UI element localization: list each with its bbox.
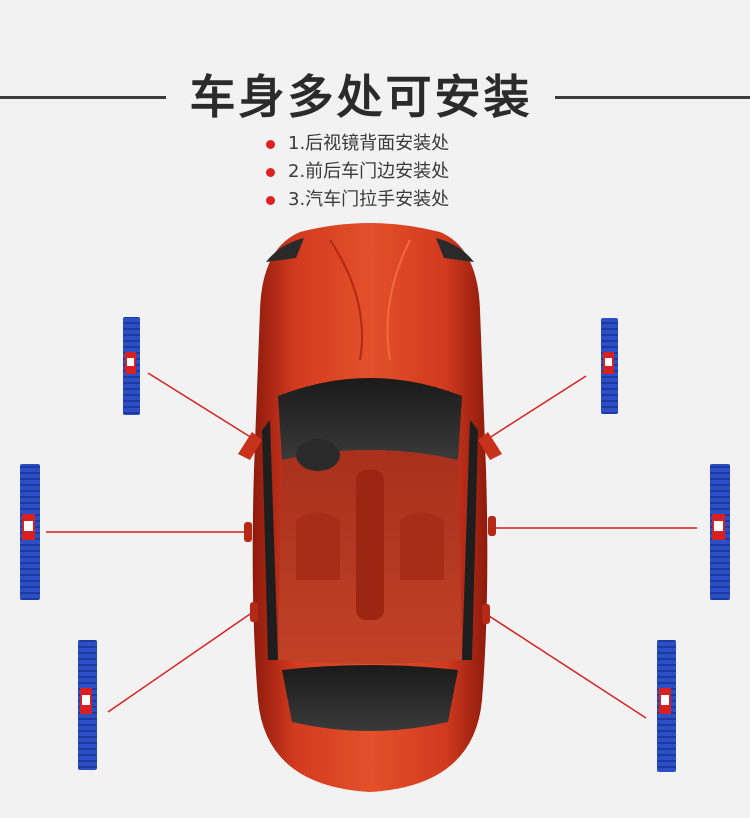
install-point-item: 2.前后车门边安装处 (262, 158, 449, 186)
title-row: 车身多处可安装 (0, 62, 750, 132)
pointer-line (485, 613, 647, 719)
pointer-line (147, 372, 253, 439)
install-point-item: 1.后视镜背面安装处 (262, 130, 449, 158)
bullet-dot-icon (266, 140, 275, 149)
install-point-item: 3.汽车门拉手安装处 (262, 186, 449, 214)
pointer-lines (46, 372, 697, 719)
car-body (238, 223, 502, 792)
door-bumper-strip-icon (657, 640, 676, 772)
door-bumper-strip-icon (78, 640, 97, 770)
door-bumper-strip-icon (123, 317, 140, 415)
door-bumper-strip-icon (601, 318, 618, 414)
pointer-line (107, 611, 254, 713)
install-point-label: 1.后视镜背面安装处 (288, 133, 450, 154)
page-title: 车身多处可安装 (189, 70, 533, 124)
install-points-list: 1.后视镜背面安装处 2.前后车门边安装处 3.汽车门拉手安装处 (262, 130, 449, 214)
door-bumper-strip-icon (20, 464, 40, 600)
install-point-label: 2.前后车门边安装处 (288, 161, 450, 182)
bullet-dot-icon (266, 196, 275, 205)
install-point-label: 3.汽车门拉手安装处 (288, 189, 450, 210)
pointer-line (485, 375, 587, 441)
bullet-dot-icon (266, 168, 275, 177)
title-divider-left (0, 96, 166, 99)
title-divider-right (555, 96, 750, 99)
door-bumper-strip-icon (710, 464, 730, 600)
bumper-strips (20, 317, 730, 772)
